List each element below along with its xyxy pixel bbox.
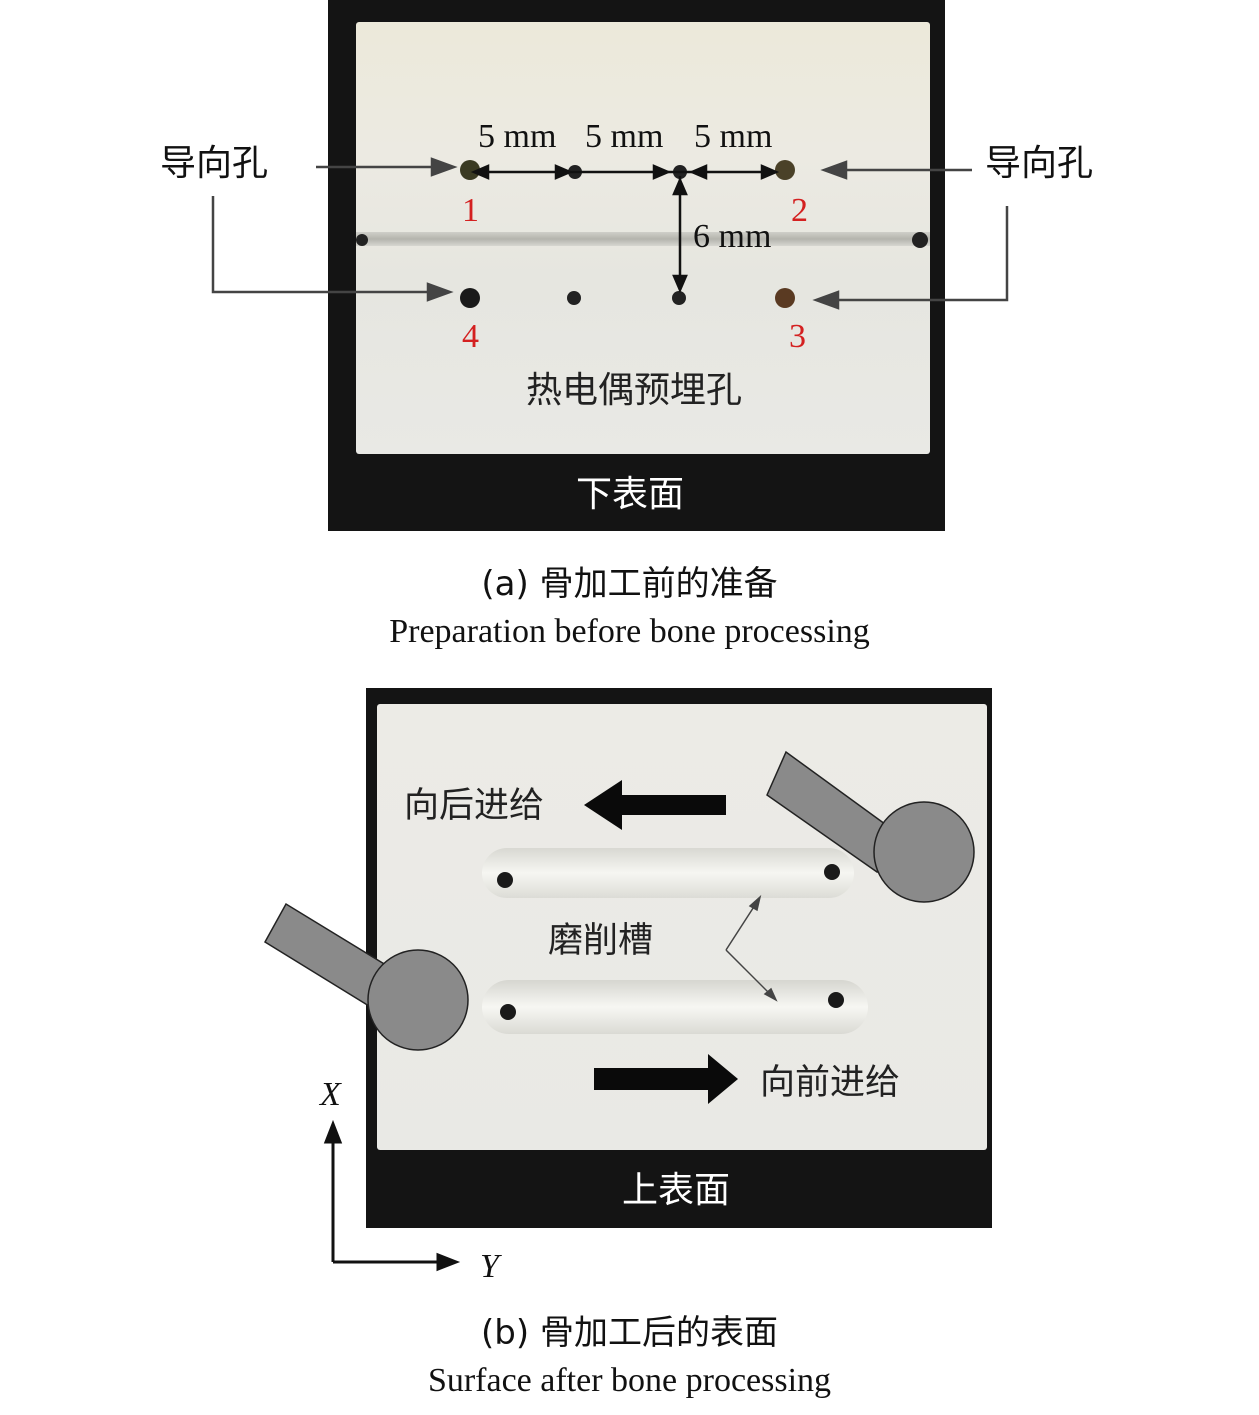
grinding-groove-lower bbox=[482, 980, 868, 1034]
spacing-label-1: 5 mm bbox=[478, 118, 557, 155]
feed-forward-label: 向前进给 bbox=[760, 1063, 901, 1103]
groove-hole-4 bbox=[828, 992, 844, 1008]
groove-hole-1 bbox=[497, 872, 513, 888]
left-guide-arrows bbox=[211, 157, 458, 302]
caption-a-cn: (a) 骨加工前的准备 bbox=[481, 564, 778, 604]
axis-y-label: Y bbox=[480, 1248, 499, 1285]
seam-mark-right bbox=[912, 232, 928, 248]
groove-hole-3 bbox=[500, 1004, 516, 1020]
thermocouple-hole-bottom-2 bbox=[672, 291, 686, 305]
hole-number-3: 3 bbox=[789, 318, 806, 355]
panel-a-specimen-seam bbox=[356, 232, 930, 246]
caption-b-cn: (b) 骨加工后的表面 bbox=[481, 1313, 778, 1353]
backward-feed-arrow bbox=[584, 780, 726, 830]
caption-b-en: Surface after bone processing bbox=[427, 1362, 832, 1399]
spacing-dimension-lines bbox=[470, 164, 780, 294]
spacing-label-3: 5 mm bbox=[694, 118, 773, 155]
hole-number-2: 2 bbox=[791, 192, 808, 229]
spacing-label-2: 5 mm bbox=[585, 118, 664, 155]
coordinate-axes bbox=[323, 1119, 461, 1272]
caption-a-en: Preparation before bone processing bbox=[389, 613, 870, 650]
guide-hole-1 bbox=[460, 160, 480, 180]
grinding-groove-upper bbox=[482, 848, 854, 898]
right-guide-arrows bbox=[812, 160, 1009, 310]
grinding-tool-right bbox=[766, 750, 975, 903]
vertical-spacing-label: 6 mm bbox=[693, 218, 772, 255]
hole-number-1: 1 bbox=[462, 192, 479, 229]
grinding-groove-label: 磨削槽 bbox=[548, 921, 654, 961]
hole-number-4: 4 bbox=[462, 318, 479, 355]
guide-hole-label-right: 导向孔 bbox=[985, 143, 1094, 184]
guide-hole-2 bbox=[775, 160, 795, 180]
forward-feed-arrow bbox=[594, 1054, 738, 1104]
upper-surface-label: 上表面 bbox=[622, 1170, 731, 1211]
seam-mark-left bbox=[356, 234, 368, 246]
guide-hole-3 bbox=[775, 288, 795, 308]
guide-hole-label-left: 导向孔 bbox=[160, 143, 269, 184]
guide-hole-4 bbox=[460, 288, 480, 308]
axis-x-label: X bbox=[320, 1076, 341, 1113]
thermocouple-hole-label: 热电偶预埋孔 bbox=[526, 370, 743, 411]
feed-backward-label: 向后进给 bbox=[404, 786, 545, 826]
groove-pointer-lines bbox=[725, 894, 778, 1002]
grinding-tool-left bbox=[263, 902, 469, 1051]
groove-hole-2 bbox=[824, 864, 840, 880]
thermocouple-hole-bottom-1 bbox=[567, 291, 581, 305]
lower-surface-label: 下表面 bbox=[576, 474, 685, 515]
